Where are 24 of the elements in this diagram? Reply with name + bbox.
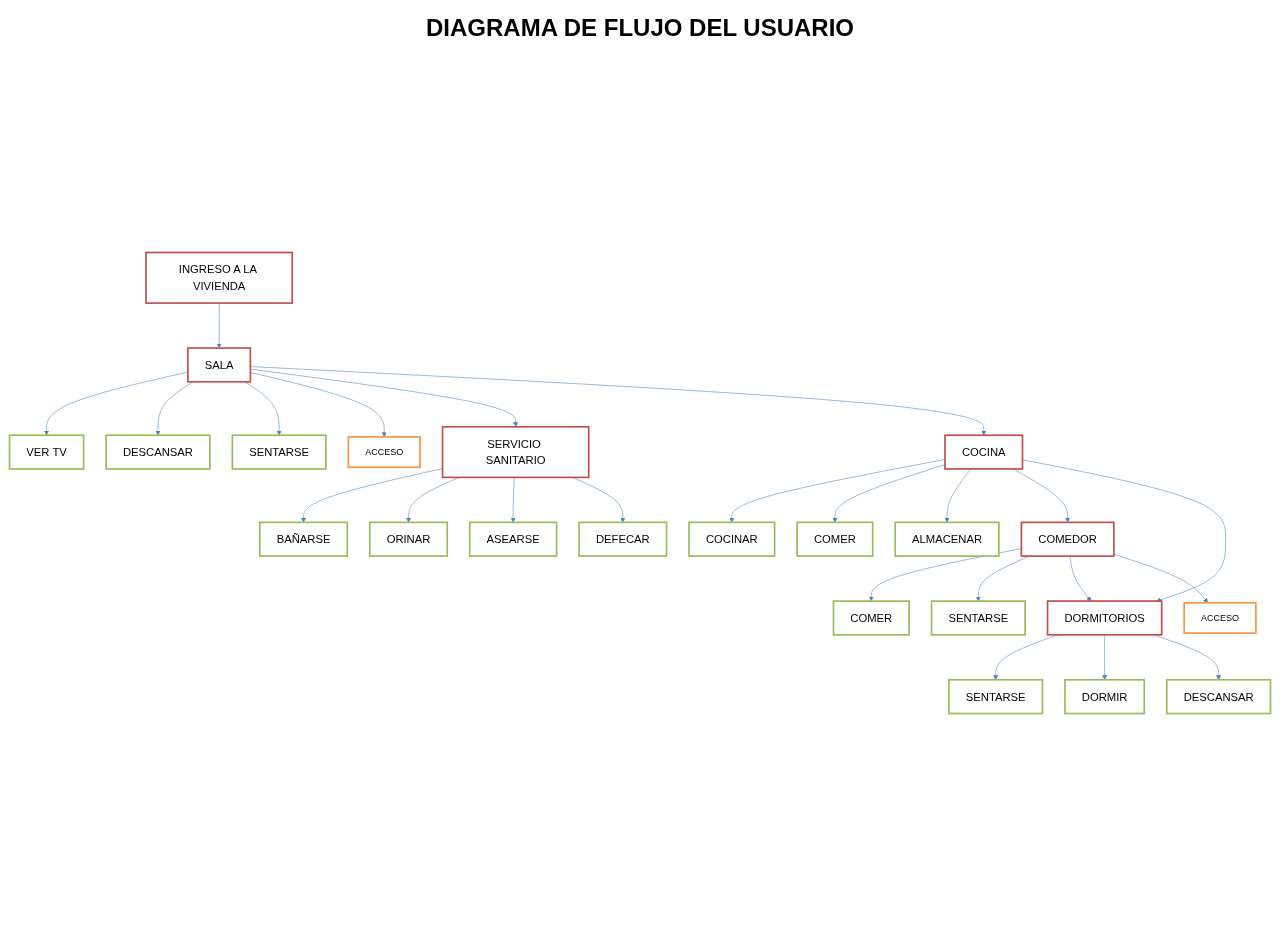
node-box: SENTARSE <box>231 434 327 470</box>
node-box: ACCESO <box>1183 601 1257 634</box>
node-box: DESCANSAR <box>105 434 211 470</box>
node-box: ACCESO <box>347 436 421 469</box>
node-box: DEFECAR <box>578 521 668 557</box>
node-box: COMER <box>832 600 910 636</box>
node-box: COCINA <box>944 434 1024 470</box>
node-box: SENTARSE <box>930 600 1026 636</box>
node-box: SERVICIO SANITARIO <box>441 425 590 479</box>
node-box: INGRESO A LA VIVIENDA <box>145 251 294 304</box>
node-box: SENTARSE <box>948 678 1044 715</box>
node-box: ORINAR <box>368 521 449 557</box>
node-box: VER TV <box>8 434 85 470</box>
node-box: DORMITORIOS <box>1046 600 1163 636</box>
node-box: ALMACENAR <box>894 521 1000 557</box>
node-box: SALA <box>187 347 252 383</box>
node-box: COCINAR <box>688 521 776 557</box>
node-box: COMEDOR <box>1020 521 1115 557</box>
diagram-title: DIAGRAMA DE FLUJO DEL USUARIO <box>425 14 855 42</box>
node-box: COMER <box>796 521 874 557</box>
node-box: DESCANSAR <box>1165 678 1272 715</box>
node-box: BAÑARSE <box>258 521 349 557</box>
node-box: DORMIR <box>1064 678 1146 715</box>
node-box: ASEARSE <box>468 521 558 557</box>
